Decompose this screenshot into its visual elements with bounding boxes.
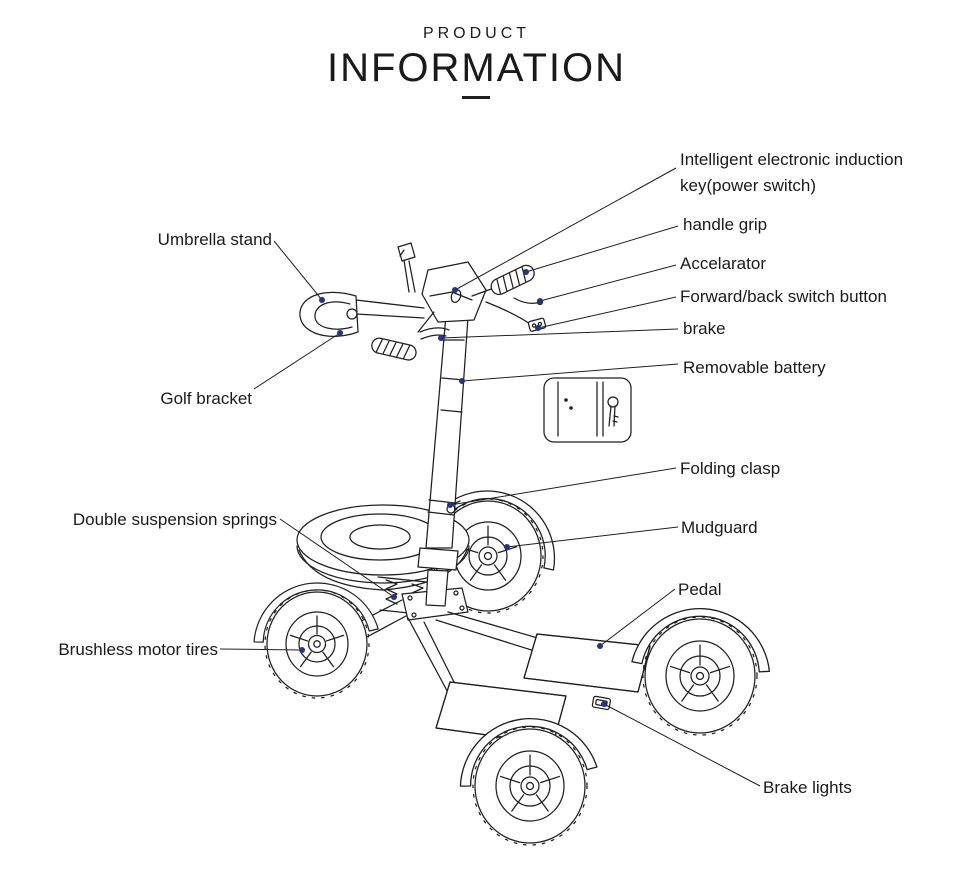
label-brake: brake <box>683 319 726 338</box>
wheel-spokes <box>289 615 345 668</box>
brake-lever <box>419 327 450 340</box>
wheel-rear-right <box>631 607 771 736</box>
grip-left <box>371 337 417 361</box>
switch-cable <box>485 301 531 325</box>
battery-inset <box>543 377 632 443</box>
umbrella-clip <box>397 242 416 293</box>
wheel-spokes <box>499 754 561 812</box>
handlebar-left <box>417 311 435 333</box>
label-forward-back-switch: Forward/back switch button <box>680 287 887 306</box>
wheel-rear-left <box>253 582 379 699</box>
page-title: INFORMATION <box>326 46 626 90</box>
label-brushless-motor-tires: Brushless motor tires <box>58 640 218 659</box>
label-induction-key: Intelligent electronic induction key(pow… <box>680 150 904 195</box>
induction-key-part <box>450 289 462 303</box>
label-mudguard: Mudguard <box>681 518 758 537</box>
mudguard-right-front <box>428 490 556 571</box>
golf-bracket-part <box>299 291 425 337</box>
leader-lines <box>219 167 761 787</box>
battery-seam-bottom <box>440 409 463 413</box>
label-folding-clasp: Folding clasp <box>680 459 781 478</box>
handlebar-right <box>471 287 495 297</box>
page-kicker: PRODUCT <box>422 25 531 42</box>
title-underline <box>462 96 490 99</box>
wheel-front-left <box>459 717 598 846</box>
label-handle-grip: handle grip <box>683 215 768 234</box>
label-umbrella-stand: Umbrella stand <box>157 230 272 249</box>
label-double-suspension-springs: Double suspension springs <box>72 510 277 529</box>
title-block: PRODUCT INFORMATION <box>0 0 953 91</box>
label-removable-battery: Removable battery <box>683 358 826 377</box>
label-accelarator: Accelarator <box>680 254 766 273</box>
label-pedal: Pedal <box>678 580 722 599</box>
key-icon <box>607 396 619 408</box>
wheel-spokes <box>669 644 731 702</box>
pedal-rear <box>523 633 651 693</box>
label-brake-lights: Brake lights <box>763 778 852 797</box>
mudguard-front-left <box>459 717 598 787</box>
connector-dots <box>299 269 607 707</box>
mudguard-rear-right <box>631 607 771 673</box>
label-golf-bracket: Golf bracket <box>160 389 252 408</box>
mudguard-rear-left <box>253 582 379 643</box>
